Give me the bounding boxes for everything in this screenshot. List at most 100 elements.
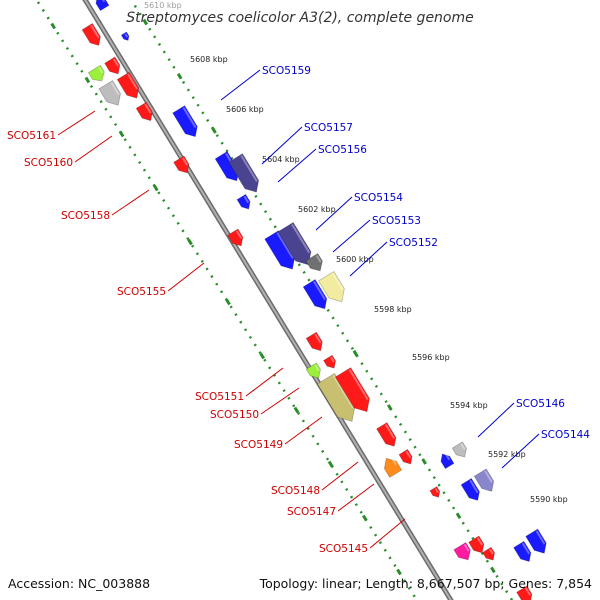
gene-glyph [398, 448, 413, 465]
gene-glyph [482, 546, 496, 561]
gene-glyph [87, 64, 105, 82]
gene-glyph-shine [243, 195, 250, 204]
label-leader-line [315, 196, 353, 231]
gene-glyph [451, 441, 467, 458]
label-leader-line [501, 433, 540, 469]
gene-glyph [525, 528, 547, 554]
ruler-kbp-label: 5610 kbp [144, 1, 182, 10]
gene-glyph-body [135, 101, 153, 122]
label-leader-line [369, 518, 406, 549]
gene-glyph-body [302, 278, 328, 310]
gene-glyph-shine [524, 587, 531, 596]
gene-glyph-shine [444, 452, 451, 461]
gene-label-bottom: SCO5145 [319, 543, 368, 555]
gene-glyph [228, 153, 260, 193]
gene-label-top: SCO5152 [389, 237, 438, 249]
gene-glyph-shine [315, 254, 322, 263]
gene-glyph [334, 367, 370, 413]
gene-glyph-shine [469, 479, 479, 494]
gene-glyph [460, 477, 480, 501]
gene-glyph-shine [476, 537, 483, 546]
gene-glyph-shine [98, 66, 104, 74]
gene-glyph-shine [127, 73, 138, 90]
gene-label-bottom: SCO5151 [195, 391, 244, 403]
genome-title: Streptomyces coelicolor A3(2), complete … [126, 10, 474, 26]
gene-glyph-body [440, 453, 455, 470]
gene-glyph-shine [489, 548, 494, 555]
gene-glyph-body [513, 540, 532, 563]
gene-label-bottom: SCO5147 [287, 506, 336, 518]
ruler-tick-left [259, 352, 265, 360]
ruler-tick-left [396, 568, 402, 576]
gene-glyph-body [460, 477, 480, 501]
gene-glyph-shine [434, 488, 439, 493]
label-leader-line [57, 110, 96, 136]
gene-glyph-body [429, 486, 441, 498]
gene-glyph [383, 456, 403, 478]
gene-glyph-body [305, 331, 323, 352]
gene-label-top: SCO5144 [541, 429, 590, 441]
gene-glyph-shine [535, 530, 546, 545]
gene-glyph-body [277, 221, 312, 266]
gene-label-bottom: SCO5149 [234, 439, 283, 451]
gene-label-bottom: SCO5160 [24, 157, 73, 169]
gene-glyph-body [227, 228, 244, 247]
gene-glyph-shine [330, 356, 335, 363]
gene-label-top: SCO5146 [516, 398, 565, 410]
gene-glyph [302, 278, 328, 310]
gene-glyph-shine [390, 456, 397, 466]
genome-summary-text: Topology: linear; Length: 8,667,507 bp; … [259, 576, 592, 591]
gene-glyph-shine [124, 33, 129, 38]
gene-glyph-body [468, 535, 485, 554]
gene-glyph-shine [314, 333, 322, 344]
label-leader-line [220, 69, 261, 101]
label-leader-line [477, 402, 515, 438]
ruler-tick-left [362, 514, 368, 522]
gene-glyph [440, 452, 455, 470]
gene-label-bottom: SCO5155 [117, 286, 166, 298]
gene-glyph-body [451, 441, 467, 458]
label-leader-line [284, 416, 323, 445]
gene-glyph [120, 31, 130, 41]
ruler-kbp-label: 5590 kbp [530, 495, 568, 504]
gene-glyph-shine [384, 424, 396, 440]
label-leader-line [349, 241, 388, 277]
gene-glyph-shine [405, 450, 412, 459]
label-leader-line [332, 219, 371, 253]
gene-glyph [516, 585, 533, 600]
label-leader-line [337, 483, 375, 512]
gene-glyph-shine [110, 81, 120, 96]
gene-glyph-shine [331, 272, 344, 291]
gene-glyph [317, 270, 345, 303]
gene-glyph-body [334, 367, 370, 413]
ruler-kbp-label: 5604 kbp [262, 155, 300, 164]
gene-glyph-shine [313, 280, 326, 301]
gene-glyph-body [473, 468, 495, 492]
gene-glyph [305, 252, 323, 272]
ruler-tick-right [490, 566, 496, 574]
gene-glyph-body [317, 270, 345, 303]
gene-glyph-shine [521, 542, 531, 555]
gene-glyph-body [95, 0, 110, 12]
gene-glyph-shine [181, 157, 188, 166]
gene-glyph-shine [348, 369, 369, 401]
gene-glyph [98, 80, 121, 106]
gene-glyph-shine [182, 107, 197, 129]
ruler-tick-left [50, 22, 56, 30]
gene-label-top: SCO5159 [262, 65, 311, 77]
ruler-tick-left [327, 460, 334, 468]
gene-glyph-body [173, 155, 190, 174]
gene-glyph [305, 362, 321, 379]
gene-glyph [305, 331, 323, 352]
gene-label-top: SCO5156 [318, 144, 367, 156]
label-leader-line [111, 189, 150, 216]
gene-glyph [236, 193, 251, 210]
gene-glyph-body [116, 71, 140, 99]
gene-glyph [376, 422, 397, 447]
gene-glyph-shine [291, 223, 311, 254]
gene-glyph [323, 354, 337, 369]
gene-glyph-body [104, 56, 121, 75]
gene-label-bottom: SCO5158 [61, 210, 110, 222]
ruler-tick-right [211, 127, 217, 134]
